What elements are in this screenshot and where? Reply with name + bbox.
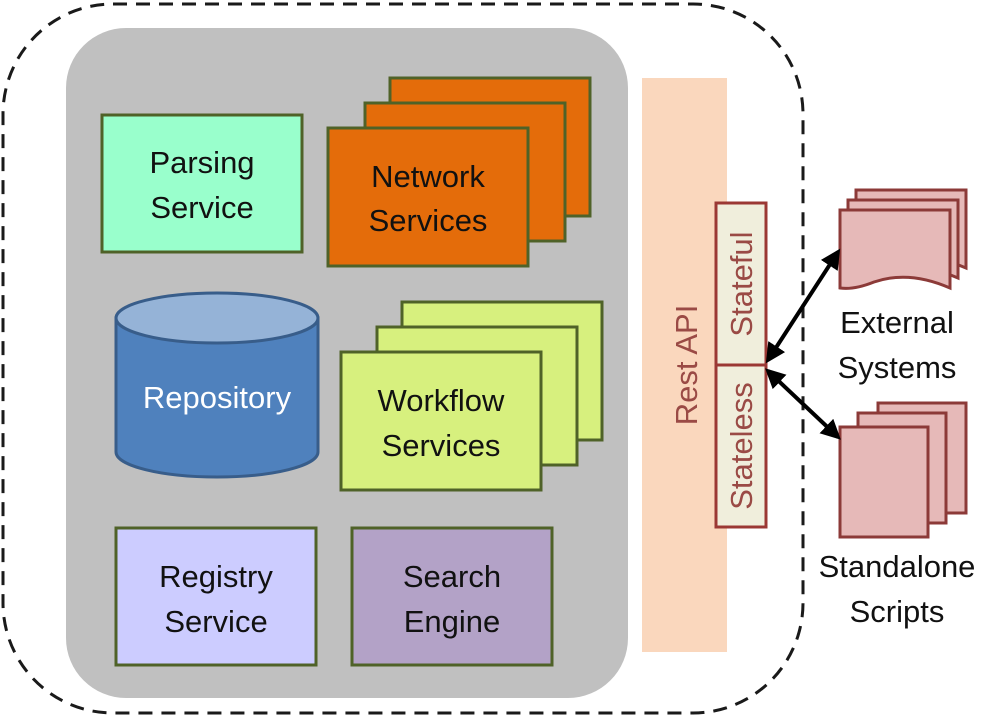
rest-api-bar: Rest API [642,78,727,652]
workflow-services-label-line2: Services [382,428,501,463]
parsing-service-label-line2: Service [150,190,253,225]
registry-service-label-line2: Service [164,604,267,639]
rest-api-label: Rest API [669,305,704,426]
stateful-external-arrow [765,248,841,364]
parsing-service-label-line1: Parsing [149,145,254,180]
external-systems-label-line2: Systems [838,350,957,385]
stateless-scripts-arrow [765,368,841,440]
workflow-services-label-line1: Workflow [378,383,506,418]
standalone-scripts-label-line1: Standalone [819,549,976,584]
stateless-port-label: Stateless [724,382,759,510]
network-services-label-line1: Network [371,159,485,194]
repository-label: Repository [143,380,292,415]
repository-cylinder: Repository [114,291,320,479]
standalone-scripts-label-line2: Scripts [850,594,945,629]
api-ports: Stateful Stateless [714,201,768,529]
search-engine-label-line1: Search [403,559,501,594]
network-services-label-line2: Services [369,203,488,238]
external-systems-label-line1: External [840,305,954,340]
search-engine-label-line2: Engine [404,604,501,639]
registry-service-label-line1: Registry [159,559,273,594]
stateful-port-label: Stateful [724,231,759,336]
